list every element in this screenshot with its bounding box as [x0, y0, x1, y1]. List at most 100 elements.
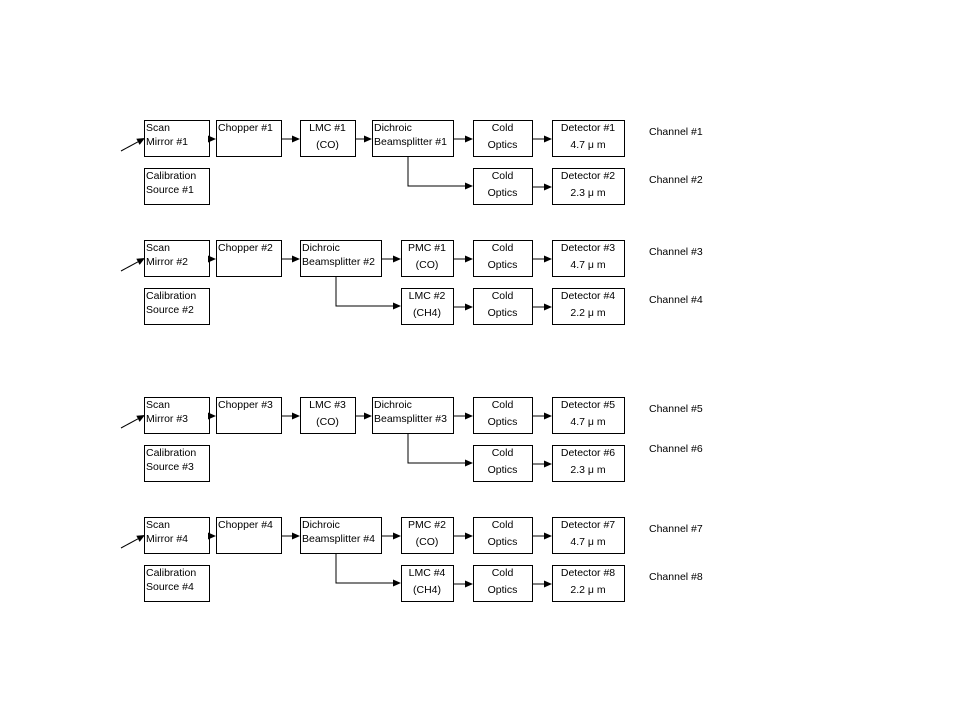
input-beam-arrow-head — [136, 258, 145, 265]
detector-box: Detector #7 4.7 μ m — [552, 517, 625, 554]
pmc-box-label: PMC #1 — [408, 242, 446, 254]
input-beam-arrow — [120, 258, 145, 272]
lmc-box-label: LMC #1 — [309, 122, 346, 134]
detector-box-label: 2.3 μ m — [570, 464, 605, 476]
lmc-to-optics-arrow — [453, 580, 473, 588]
detector-box: Detector #22.3 μ m — [552, 168, 625, 205]
channel-label: Channel #4 — [649, 294, 703, 306]
beamsplitter-to-pmc-arrow-head — [393, 255, 401, 263]
beamsplitter-box-label: Dichroic — [374, 399, 412, 411]
detector-box-frame — [552, 517, 625, 554]
cold-optics-box-label: Cold — [492, 447, 514, 459]
detector-box: Detector #8 2.2 μ m — [552, 565, 625, 602]
cold-optics-box-label: Optics — [488, 139, 518, 151]
pmc-box: PMC #2(CO) — [401, 517, 454, 554]
beamsplitter-to-pmc-arrow-head — [393, 532, 401, 540]
lmc-box-frame — [300, 397, 356, 434]
calibration-source-box-frame — [144, 445, 210, 482]
detector-box-label: 2.2 μ m — [570, 584, 605, 596]
detector-box-label: 4.7 μ m — [570, 536, 605, 548]
pmc-box-frame — [401, 517, 454, 554]
mirror-to-chopper-arrow — [208, 255, 216, 263]
lmc-box-label: LMC #4 — [409, 567, 446, 579]
calibration-source-box-label: Calibration — [146, 170, 196, 182]
calibration-source-box-frame — [144, 288, 210, 325]
detector-box-frame — [552, 288, 625, 325]
detector-box-label: 2.3 μ m — [570, 187, 605, 199]
lmc-box: LMC #4 (CH4) — [401, 565, 454, 602]
lmc-box-label: LMC #2 — [409, 290, 446, 302]
channel-label: Channel #5 — [649, 403, 703, 415]
beamsplitter-to-optics-arrow-head — [465, 135, 473, 143]
detector-box-label: 2.2 μ m — [570, 307, 605, 319]
pmc-to-optics-arrow-head — [465, 255, 473, 263]
detector-box-label: Detector #7 — [561, 519, 615, 531]
calibration-source-box-label: Calibration — [146, 447, 196, 459]
detector-box-label: Detector #3 — [561, 242, 615, 254]
input-beam-arrow-line — [120, 141, 139, 152]
cold-optics-box-label: Optics — [488, 307, 518, 319]
cold-optics-box-label: Cold — [492, 399, 514, 411]
cold-optics-box-label: Cold — [492, 122, 514, 134]
lmc-box-label: LMC #3 — [309, 399, 346, 411]
cold-optics-box-frame — [473, 288, 533, 325]
calibration-source-box-frame — [144, 565, 210, 602]
cold-optics-box-frame — [473, 168, 533, 205]
split-branch-arrow-line — [407, 156, 465, 187]
chopper-to-lmc-arrow — [281, 412, 300, 420]
cold-optics-box-label: Optics — [488, 259, 518, 271]
scan-mirror-box-frame — [144, 120, 210, 157]
mirror-to-chopper-arrow-head — [208, 412, 216, 420]
lmc-box: LMC #2 (CH4) — [401, 288, 454, 325]
mirror-to-chopper-arrow-head — [208, 255, 216, 263]
detector-box-label: Detector #5 — [561, 399, 615, 411]
mirror-to-chopper-arrow-head — [208, 532, 216, 540]
cold-optics-box-frame — [473, 565, 533, 602]
split-branch-arrow — [335, 553, 401, 587]
scan-mirror-box-label: Scan — [146, 399, 170, 411]
chopper-to-beamsplitter-arrow — [281, 532, 300, 540]
lmc-box-label: (CH4) — [413, 584, 441, 596]
detector-box-label: Detector #8 — [561, 567, 615, 579]
optics-to-detector-arrow — [532, 135, 552, 143]
beamsplitter-box-label: Beamsplitter #1 — [374, 136, 447, 148]
optics-to-detector-arrow — [532, 532, 552, 540]
beamsplitter-to-pmc-arrow — [381, 255, 401, 263]
scan-mirror-box-label: Scan — [146, 242, 170, 254]
detector-box: Detector #42.2 μ m — [552, 288, 625, 325]
beamsplitter-box-label: Beamsplitter #3 — [374, 413, 447, 425]
optics-to-detector-arrow — [532, 412, 552, 420]
lmc-box-frame — [300, 120, 356, 157]
lmc-box-label: (CH4) — [413, 307, 441, 319]
lmc-to-optics-arrow-head — [465, 580, 473, 588]
optics-to-detector-arrow — [532, 255, 552, 263]
chopper-to-lmc-arrow — [281, 135, 300, 143]
lmc-to-beamsplitter-arrow — [355, 412, 372, 420]
lmc-box-label: (CO) — [316, 139, 339, 151]
lmc-box-frame — [401, 565, 454, 602]
lmc-box: LMC #1 (CO) — [300, 120, 356, 157]
split-branch-arrow-line — [335, 553, 393, 584]
input-beam-arrow-head — [136, 535, 145, 542]
detector-box: Detector #54.7 μ m — [552, 397, 625, 434]
optics-to-detector-arrow-head — [544, 580, 552, 588]
chopper-to-beamsplitter-arrow-head — [292, 532, 300, 540]
chopper-to-beamsplitter-arrow-head — [292, 255, 300, 263]
lmc-box: LMC #3(CO) — [300, 397, 356, 434]
cold-optics-box-label: Cold — [492, 519, 514, 531]
detector-box-label: Detector #1 — [561, 122, 615, 134]
beamsplitter-box-label: Dichroic — [302, 519, 340, 531]
lmc-to-beamsplitter-arrow-head — [364, 135, 372, 143]
split-branch-arrow-head — [393, 579, 401, 587]
beamsplitter-box-label: Dichroic — [374, 122, 412, 134]
detector-box-label: 4.7 μ m — [570, 139, 605, 151]
calibration-source-box-label: Source #2 — [146, 304, 194, 316]
